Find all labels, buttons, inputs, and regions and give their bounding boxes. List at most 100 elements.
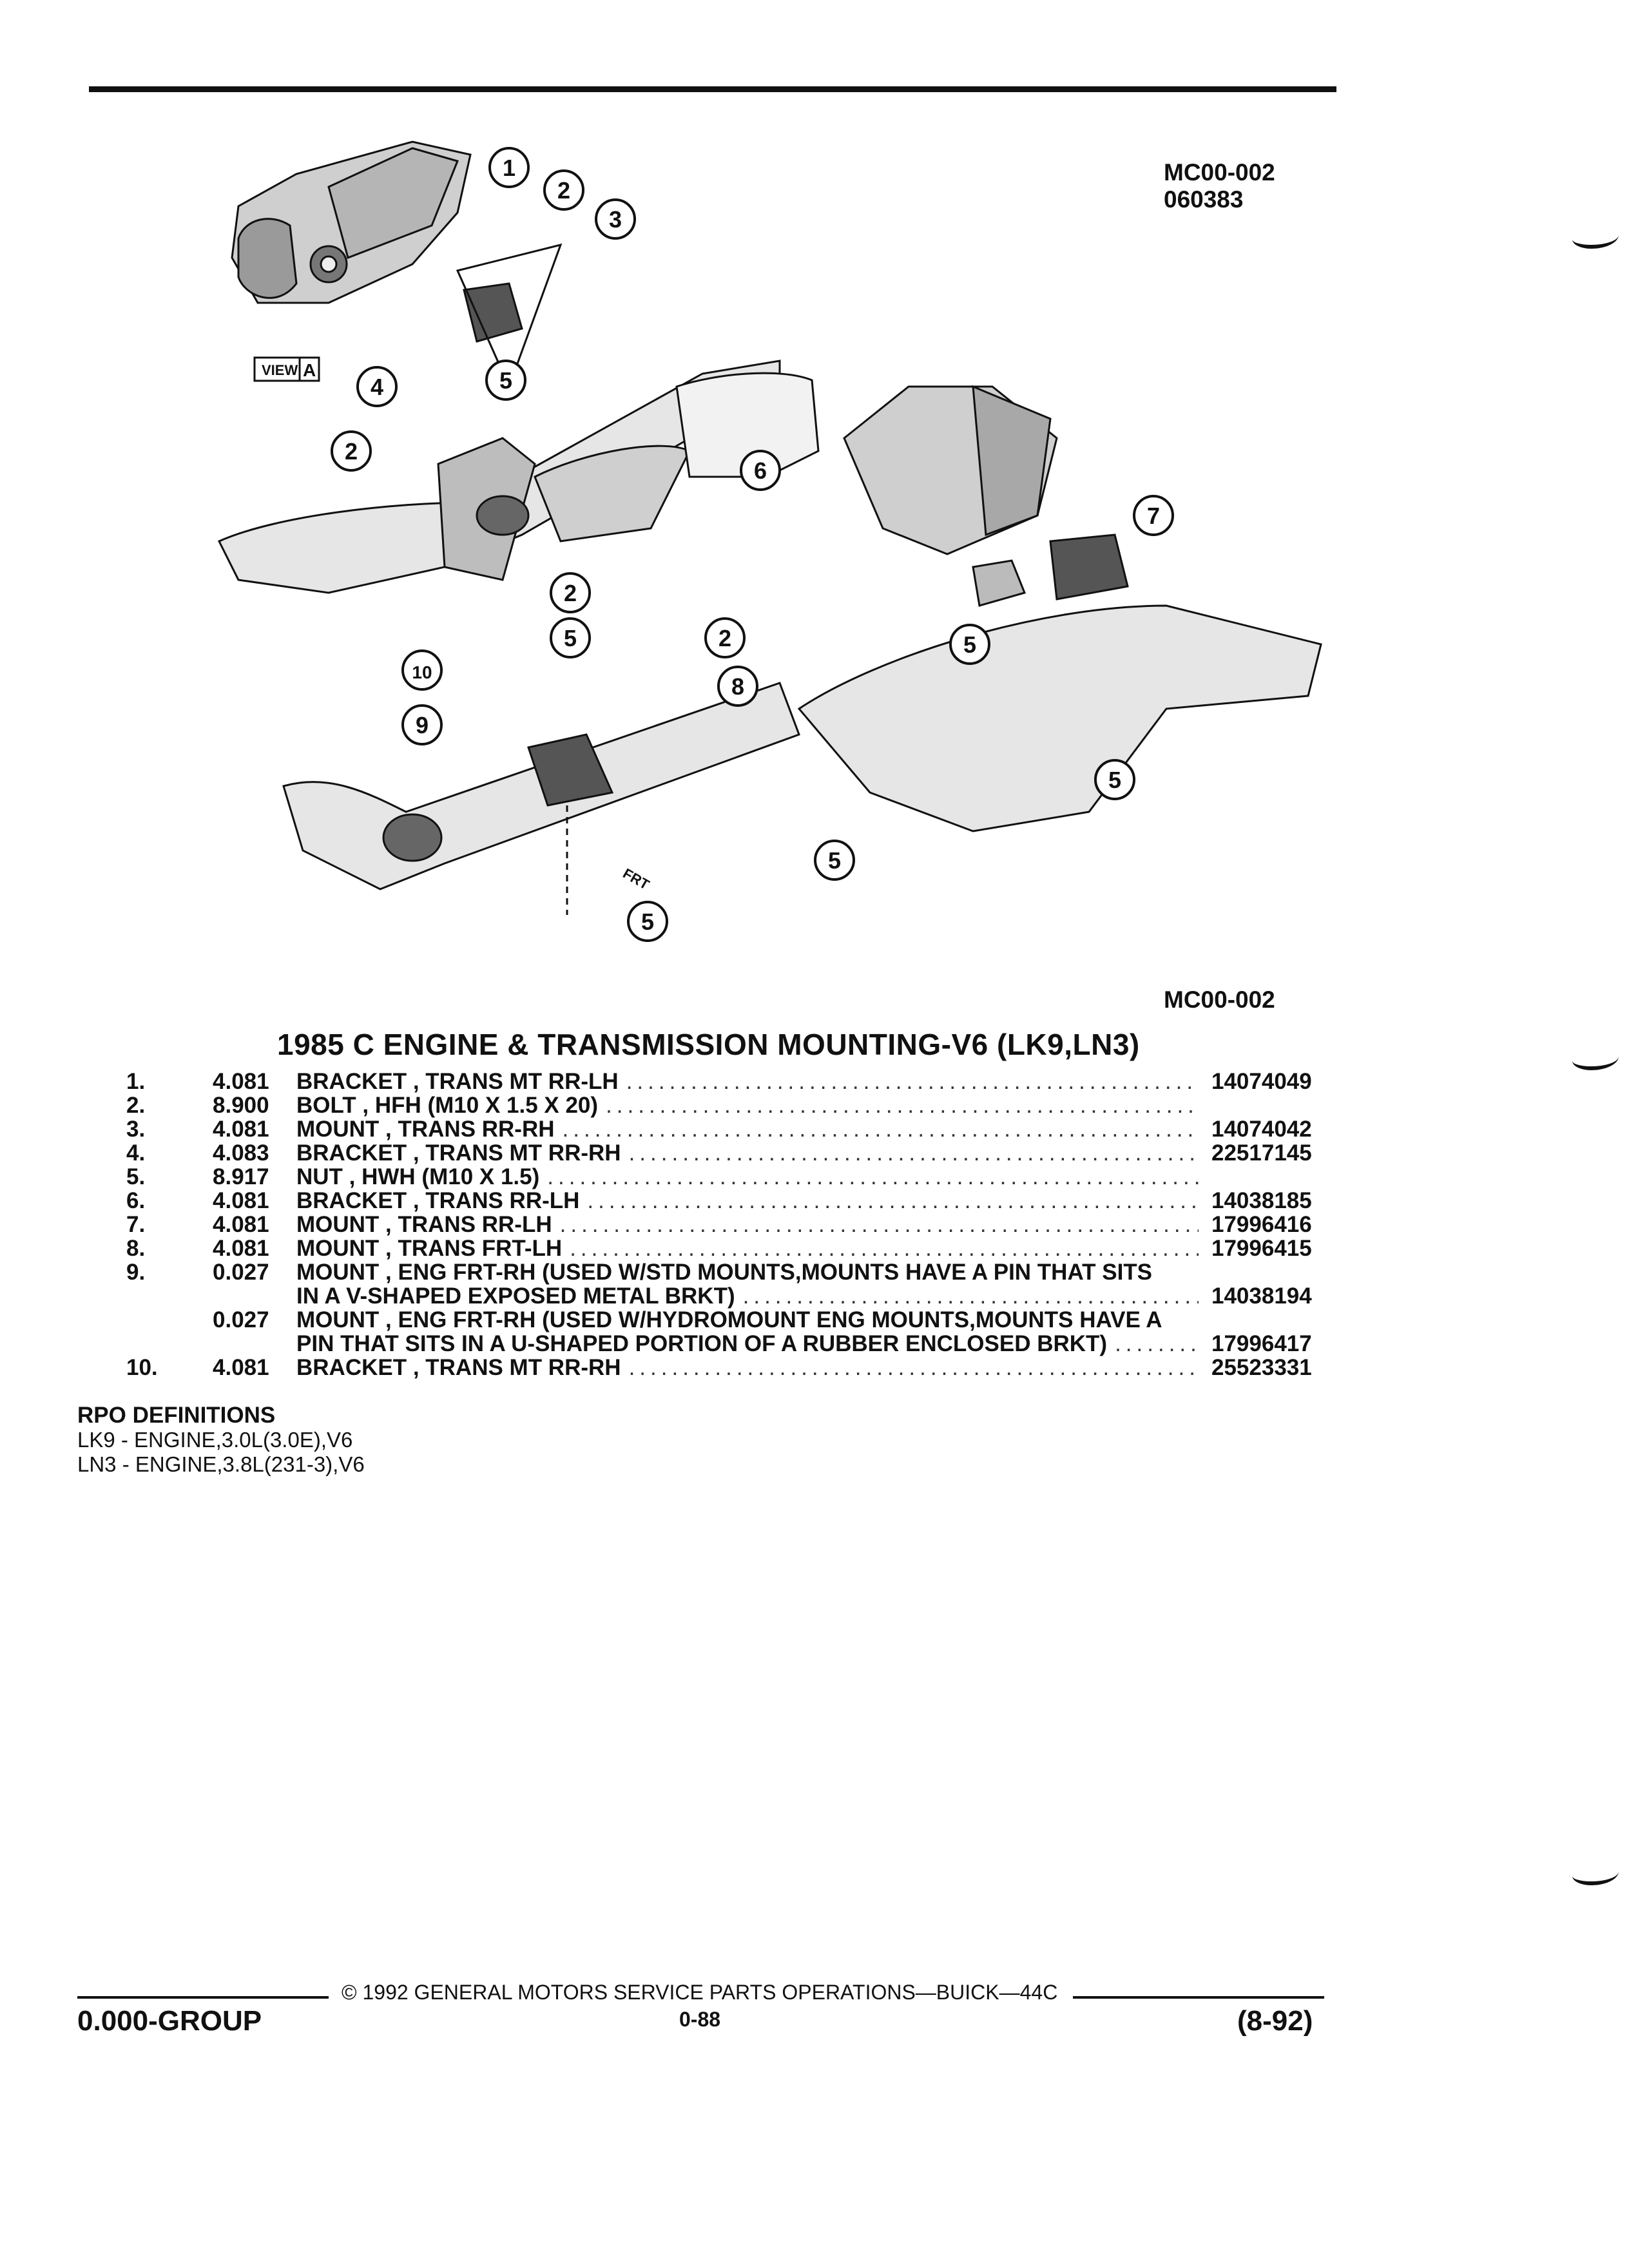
item-quantity-code: 8.917 <box>213 1164 269 1189</box>
scan-mark-icon <box>1572 226 1619 249</box>
footer-copyright: © 1992 GENERAL MOTORS SERVICE PARTS OPER… <box>342 1981 1058 2004</box>
view-box: VIEW A <box>253 356 320 382</box>
item-description: IN A V-SHAPED EXPOSED METAL BRKT).......… <box>296 1284 1199 1309</box>
figure-code-bottom: MC00-002 <box>1164 986 1275 1013</box>
leader-dots: ........................................… <box>742 1284 1199 1309</box>
item-quantity-code: 8.900 <box>213 1093 269 1118</box>
svg-text:2: 2 <box>557 177 570 204</box>
rpo-definition: LN3 - ENGINE,3.8L(231-3),V6 <box>77 1452 365 1476</box>
svg-text:4: 4 <box>371 374 383 400</box>
footer-date: (8-92) <box>1237 2005 1313 2037</box>
svg-text:10: 10 <box>412 662 432 682</box>
item-description-text: PIN THAT SITS IN A U-SHAPED PORTION OF A… <box>296 1331 1108 1356</box>
callout-5: 5 <box>627 901 668 942</box>
callout-5: 5 <box>814 840 855 881</box>
parts-row: 7. 4.081 MOUNT , TRANS RR-LH..............… <box>0 1213 1629 1237</box>
svg-text:7: 7 <box>1147 503 1160 529</box>
part-number: 17996415 <box>1211 1236 1312 1261</box>
figure-code: MC00-002 <box>1164 159 1275 186</box>
item-description-text: MOUNT , TRANS FRT-LH <box>296 1236 563 1261</box>
item-number: 4. <box>126 1140 146 1166</box>
item-number: 10. <box>126 1355 158 1380</box>
callout-2: 2 <box>704 617 746 658</box>
callout-2: 2 <box>550 572 591 613</box>
callout-5: 5 <box>1094 759 1135 800</box>
leader-dots: ........................................… <box>570 1236 1199 1261</box>
item-number: 8. <box>126 1236 146 1261</box>
callout-5: 5 <box>949 624 990 665</box>
parts-row: 0.027 MOUNT , ENG FRT-RH (USED W/HYDROMOU… <box>0 1308 1629 1332</box>
callout-6: 6 <box>740 450 781 491</box>
parts-row: PIN THAT SITS IN A U-SHAPED PORTION OF A… <box>0 1332 1629 1356</box>
part-number: 14074049 <box>1211 1069 1312 1094</box>
callout-8: 8 <box>717 666 758 707</box>
footer-group: 0.000-GROUP <box>77 2005 262 2037</box>
svg-text:1: 1 <box>503 155 516 181</box>
callout-1: 1 <box>488 147 530 188</box>
item-description-text: BRACKET , TRANS MT RR-LH <box>296 1069 619 1094</box>
callout-5: 5 <box>485 360 526 401</box>
part-number: 14074042 <box>1211 1117 1312 1142</box>
leader-dots: ........................................… <box>1115 1332 1199 1356</box>
item-quantity-code: 4.081 <box>213 1236 269 1261</box>
item-description-text: MOUNT , ENG FRT-RH (USED W/STD MOUNTS,MO… <box>296 1260 1153 1285</box>
callout-2: 2 <box>543 169 584 211</box>
callout-5: 5 <box>550 617 591 658</box>
item-number: 2. <box>126 1093 146 1118</box>
footer-rule-left <box>77 1996 329 1999</box>
svg-text:VIEW: VIEW <box>262 362 298 378</box>
parts-row: IN A V-SHAPED EXPOSED METAL BRKT).......… <box>0 1284 1629 1309</box>
svg-text:8: 8 <box>731 673 744 700</box>
part-number: 17996416 <box>1211 1212 1312 1237</box>
item-description-text: MOUNT , TRANS RR-RH <box>296 1117 555 1142</box>
callout-4: 4 <box>356 366 398 407</box>
item-description: BRACKET , TRANS MT RR-LH................… <box>296 1070 1199 1094</box>
leader-dots: ........................................… <box>628 1356 1199 1380</box>
callout-7: 7 <box>1133 495 1174 536</box>
svg-text:2: 2 <box>345 438 358 465</box>
item-number: 1. <box>126 1069 146 1094</box>
scan-mark-icon <box>1572 1862 1619 1885</box>
leader-dots: ........................................… <box>547 1165 1199 1189</box>
item-description: MOUNT , ENG FRT-RH (USED W/HYDROMOUNT EN… <box>296 1308 1199 1332</box>
item-number: 5. <box>126 1164 146 1189</box>
section-title: 1985 C ENGINE & TRANSMISSION MOUNTING-V6… <box>277 1028 1140 1061</box>
item-description: BRACKET , TRANS RR-LH...................… <box>296 1189 1199 1213</box>
callout-9: 9 <box>401 704 443 745</box>
svg-text:5: 5 <box>499 367 512 394</box>
item-description: MOUNT , ENG FRT-RH (USED W/STD MOUNTS,MO… <box>296 1260 1199 1285</box>
svg-text:5: 5 <box>564 625 577 651</box>
part-number: 14038185 <box>1211 1188 1312 1213</box>
part-number: 17996417 <box>1211 1331 1312 1356</box>
item-description-text: BRACKET , TRANS RR-LH <box>296 1188 580 1213</box>
item-description: BRACKET , TRANS MT RR-RH................… <box>296 1356 1199 1380</box>
leader-dots: ........................................… <box>626 1070 1199 1094</box>
item-description-text: MOUNT , ENG FRT-RH (USED W/HYDROMOUNT EN… <box>296 1307 1162 1332</box>
svg-text:A: A <box>303 360 316 380</box>
right-transmission-drawing <box>797 385 1322 832</box>
item-quantity-code: 4.081 <box>213 1212 269 1237</box>
callout-10: 10 <box>401 649 443 691</box>
item-quantity-code: 0.027 <box>213 1307 269 1332</box>
center-crossmember <box>217 360 820 594</box>
footer-rule-right <box>1073 1996 1324 1999</box>
item-quantity-code: 4.081 <box>213 1117 269 1142</box>
part-number: 25523331 <box>1211 1355 1312 1380</box>
callout-2: 2 <box>331 430 372 472</box>
item-number: 9. <box>126 1260 146 1285</box>
figure-date-code: 060383 <box>1164 186 1244 213</box>
callout-3: 3 <box>595 198 636 240</box>
item-number: 7. <box>126 1212 146 1237</box>
item-description: BOLT , HFH (M10 X 1.5 X 20).............… <box>296 1093 1199 1118</box>
svg-text:3: 3 <box>609 206 622 233</box>
item-description: MOUNT , TRANS RR-LH.....................… <box>296 1213 1199 1237</box>
item-number: 3. <box>126 1117 146 1142</box>
scan-mark-icon <box>1572 1047 1619 1070</box>
part-number: 14038194 <box>1211 1283 1312 1309</box>
leader-dots: ........................................… <box>628 1141 1199 1166</box>
svg-text:5: 5 <box>828 847 841 874</box>
parts-row: 2. 8.900 BOLT , HFH (M10 X 1.5 X 20)......… <box>0 1093 1629 1118</box>
